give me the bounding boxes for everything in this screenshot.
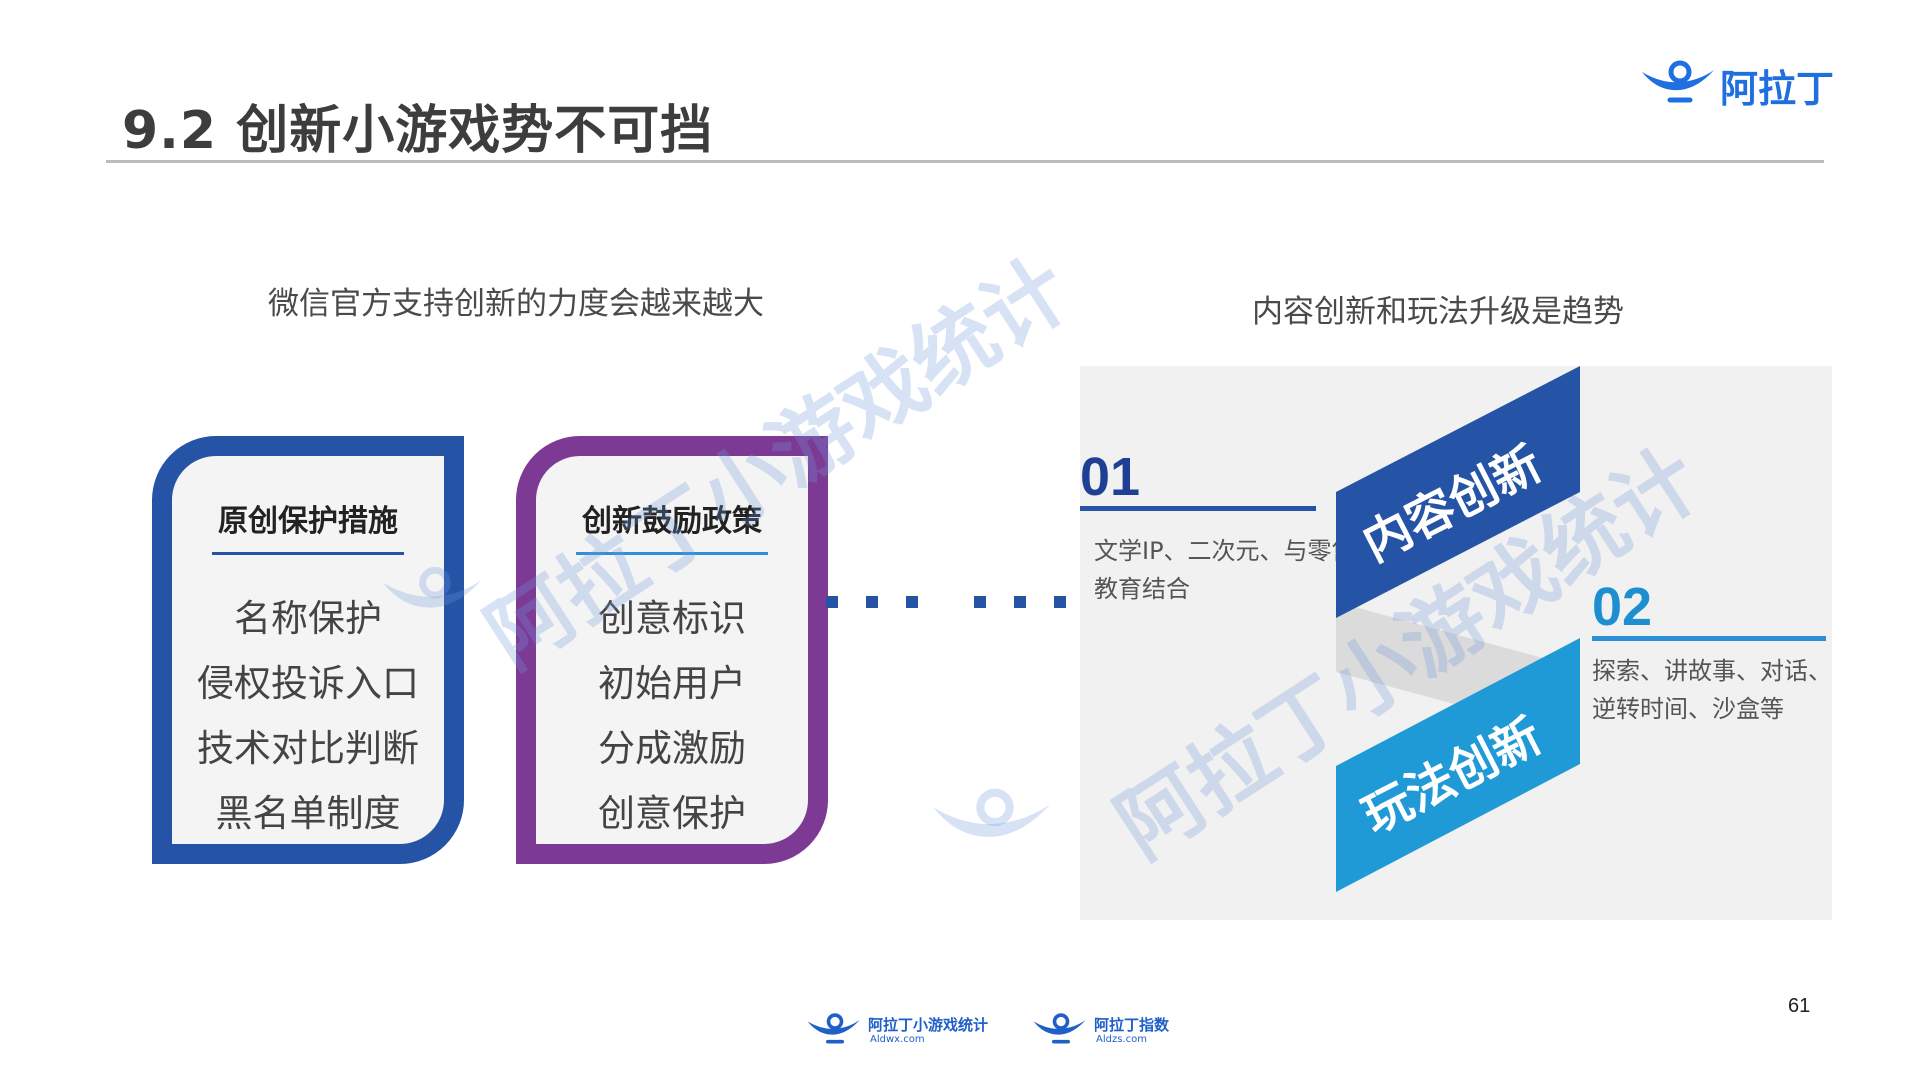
original-protection-card: 原创保护措施 名称保护 侵权投诉入口 技术对比判断 黑名单制度 — [152, 436, 464, 864]
watermark-lamp-icon — [382, 566, 482, 608]
connector-dots — [826, 596, 1066, 616]
list-item: 创意保护 — [598, 792, 746, 835]
list-item: 侵权投诉入口 — [197, 662, 419, 705]
list-item: 初始用户 — [598, 662, 746, 705]
right-section-heading: 内容创新和玩法升级是趋势 — [1252, 294, 1624, 330]
footer-logo-url: Aldwx.com — [870, 1034, 925, 1045]
card-title-underline — [212, 552, 404, 555]
innovation-ribbons: 内容创新 玩法创新 — [1336, 366, 1580, 892]
dot — [826, 596, 838, 608]
left-section-heading: 微信官方支持创新的力度会越来越大 — [268, 286, 764, 322]
item-number-01-underline — [1080, 506, 1316, 511]
card-item-list: 创意标识 初始用户 分成激励 创意保护 — [536, 586, 808, 846]
list-item: 名称保护 — [234, 597, 382, 640]
page-number: 61 — [1788, 995, 1811, 1017]
gameplay-innovation-ribbon — [1336, 638, 1580, 892]
list-item: 分成激励 — [598, 727, 746, 770]
gameplay-innovation-desc: 探索、讲故事、对话、逆转时间、沙盒等 — [1592, 657, 1832, 723]
item-number-01: 01 — [1080, 447, 1141, 507]
watermark-lamp-icon — [933, 788, 1051, 837]
card-title: 创新鼓励政策 — [582, 504, 762, 539]
card-title: 原创保护措施 — [218, 504, 398, 539]
dot — [906, 596, 918, 608]
footer-logo-name: 阿拉丁小游戏统计 — [868, 1016, 989, 1034]
list-item: 创意标识 — [598, 597, 746, 640]
item-number-02-underline — [1592, 636, 1826, 641]
dot — [974, 596, 986, 608]
content-innovation-ribbon — [1336, 366, 1580, 618]
dot — [1054, 596, 1066, 608]
dot — [1014, 596, 1026, 608]
brand-logo-text: 阿拉丁 — [1720, 67, 1835, 111]
title-divider — [106, 160, 1824, 163]
content-innovation-desc: 文学IP、二次元、与零售教育结合 — [1094, 537, 1356, 603]
item-number-02: 02 — [1592, 577, 1653, 637]
brand-logo: 阿拉丁 — [1640, 56, 1850, 111]
footer-logo-aldzs: 阿拉丁指数 Aldzs.com — [1032, 1010, 1212, 1050]
lamp-icon — [807, 1013, 860, 1044]
lamp-icon — [1033, 1013, 1086, 1044]
card-title-underline — [576, 552, 768, 555]
innovation-incentive-card: 创新鼓励政策 创意标识 初始用户 分成激励 创意保护 — [516, 436, 828, 864]
dot — [866, 596, 878, 608]
lamp-icon — [1642, 60, 1714, 103]
card-item-list: 名称保护 侵权投诉入口 技术对比判断 黑名单制度 — [172, 586, 444, 846]
footer-logo-url: Aldzs.com — [1096, 1034, 1147, 1045]
list-item: 黑名单制度 — [215, 792, 401, 835]
page-title: 9.2 创新小游戏势不可挡 — [122, 101, 714, 161]
footer-logo-name: 阿拉丁指数 — [1094, 1016, 1170, 1034]
list-item: 技术对比判断 — [197, 727, 419, 770]
footer-logo-aldwx: 阿拉丁小游戏统计 Aldwx.com — [806, 1010, 1006, 1050]
